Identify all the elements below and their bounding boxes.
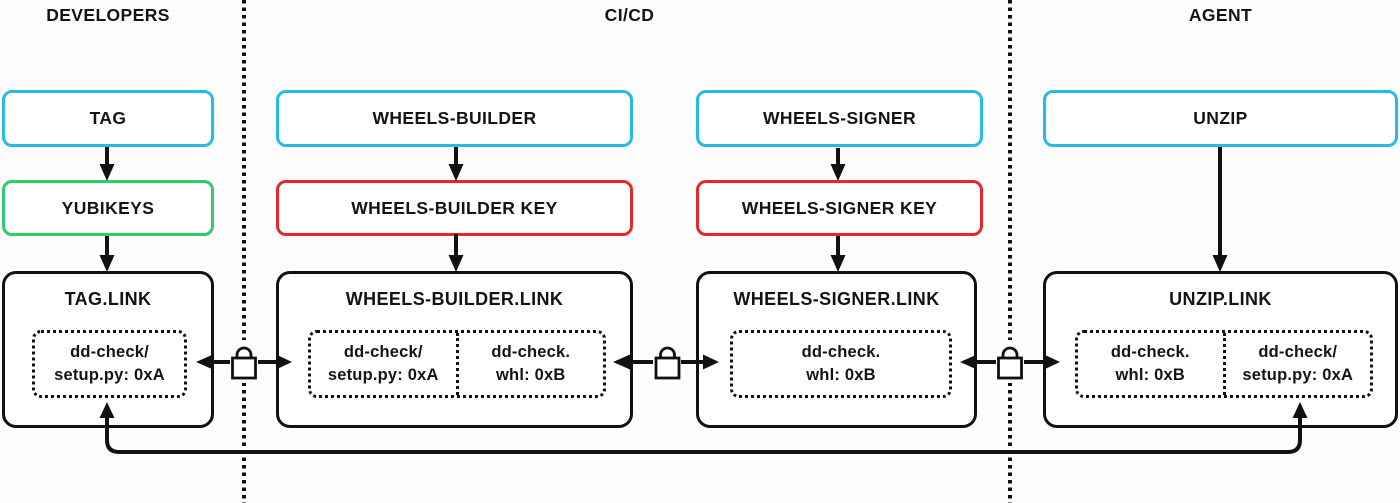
node-tag-link: TAG.LINK dd-check/ setup.py: 0xA bbox=[2, 271, 214, 428]
node-wheels-builder-link: WHEELS-BUILDER.LINK dd-check/ setup.py: … bbox=[276, 271, 633, 428]
node-yubikeys-label: YUBIKEYS bbox=[61, 197, 155, 218]
unzip-link-artifacts: dd-check. whl: 0xB dd-check/ setup.py: 0… bbox=[1075, 330, 1373, 398]
arrowhead bbox=[830, 255, 846, 272]
wheels-builder-link-title: WHEELS-BUILDER.LINK bbox=[345, 289, 564, 309]
unzip-link-title: UNZIP.LINK bbox=[1169, 289, 1272, 309]
tag-link-title: TAG.LINK bbox=[64, 289, 152, 309]
artifact-line: dd-check/ bbox=[343, 343, 423, 361]
artifact-line: whl: 0xB bbox=[496, 366, 566, 384]
wheels-signer-link-artifacts: dd-check. whl: 0xB bbox=[730, 330, 952, 398]
node-wheels-builder-label: WHEELS-BUILDER bbox=[372, 108, 537, 128]
lane-divider-cicd-agent bbox=[1008, 0, 1012, 503]
artifact-cell: dd-check/ setup.py: 0xA bbox=[35, 333, 184, 395]
artifact-line: dd-check. bbox=[801, 343, 881, 361]
artifact-cell: dd-check/ setup.py: 0xA bbox=[311, 333, 456, 395]
node-unzip-label: UNZIP bbox=[1193, 108, 1248, 128]
node-unzip: UNZIP bbox=[1043, 90, 1398, 147]
lane-header-developers: DEVELOPERS bbox=[46, 4, 170, 25]
arrowhead bbox=[99, 164, 115, 181]
node-wheels-signer-label: WHEELS-SIGNER bbox=[763, 108, 916, 128]
artifact-line: dd-check. bbox=[491, 343, 571, 361]
artifact-cell: dd-check. whl: 0xB bbox=[1078, 333, 1223, 395]
arrowhead bbox=[830, 164, 846, 181]
artifact-line: dd-check. bbox=[1110, 343, 1190, 361]
lock-icon bbox=[653, 340, 681, 383]
node-wheels-builder: WHEELS-BUILDER bbox=[276, 90, 633, 147]
lane-header-agent: AGENT bbox=[1188, 4, 1253, 25]
artifact-line: setup.py: 0xA bbox=[1242, 366, 1354, 384]
lane-header-cicd: CI/CD bbox=[604, 4, 655, 25]
node-wheels-builder-key-label: WHEELS-BUILDER KEY bbox=[351, 197, 558, 218]
artifact-line: setup.py: 0xA bbox=[54, 366, 165, 384]
arrowhead bbox=[448, 164, 464, 181]
arrowhead bbox=[448, 255, 464, 272]
artifact-line: dd-check/ bbox=[70, 343, 149, 361]
artifact-line: setup.py: 0xA bbox=[327, 366, 439, 384]
artifact-line: whl: 0xB bbox=[806, 366, 876, 384]
node-unzip-link: UNZIP.LINK dd-check. whl: 0xB dd-check/ … bbox=[1043, 271, 1398, 428]
artifact-line: whl: 0xB bbox=[1115, 366, 1185, 384]
tag-link-artifacts: dd-check/ setup.py: 0xA bbox=[32, 330, 187, 398]
artifact-cell: dd-check. whl: 0xB bbox=[455, 333, 604, 395]
node-tag: TAG bbox=[2, 90, 214, 147]
arrowhead bbox=[99, 255, 115, 272]
node-wheels-signer-key: WHEELS-SIGNER KEY bbox=[696, 180, 983, 236]
lane-divider-developers-cicd bbox=[242, 0, 246, 503]
node-wheels-builder-key: WHEELS-BUILDER KEY bbox=[276, 180, 633, 236]
artifact-cell: dd-check/ setup.py: 0xA bbox=[1222, 333, 1371, 395]
node-tag-label: TAG bbox=[89, 108, 127, 128]
wheels-builder-link-artifacts: dd-check/ setup.py: 0xA dd-check. whl: 0… bbox=[308, 330, 606, 398]
node-wheels-signer-key-label: WHEELS-SIGNER KEY bbox=[741, 197, 938, 218]
node-wheels-signer: WHEELS-SIGNER bbox=[696, 90, 983, 147]
node-wheels-signer-link: WHEELS-SIGNER.LINK dd-check. whl: 0xB bbox=[696, 271, 977, 428]
artifact-line: dd-check/ bbox=[1258, 343, 1338, 361]
artifact-cell: dd-check. whl: 0xB bbox=[733, 333, 949, 395]
node-yubikeys: YUBIKEYS bbox=[2, 180, 214, 236]
wheels-signer-link-title: WHEELS-SIGNER.LINK bbox=[733, 289, 940, 309]
arrowhead bbox=[1212, 255, 1228, 272]
